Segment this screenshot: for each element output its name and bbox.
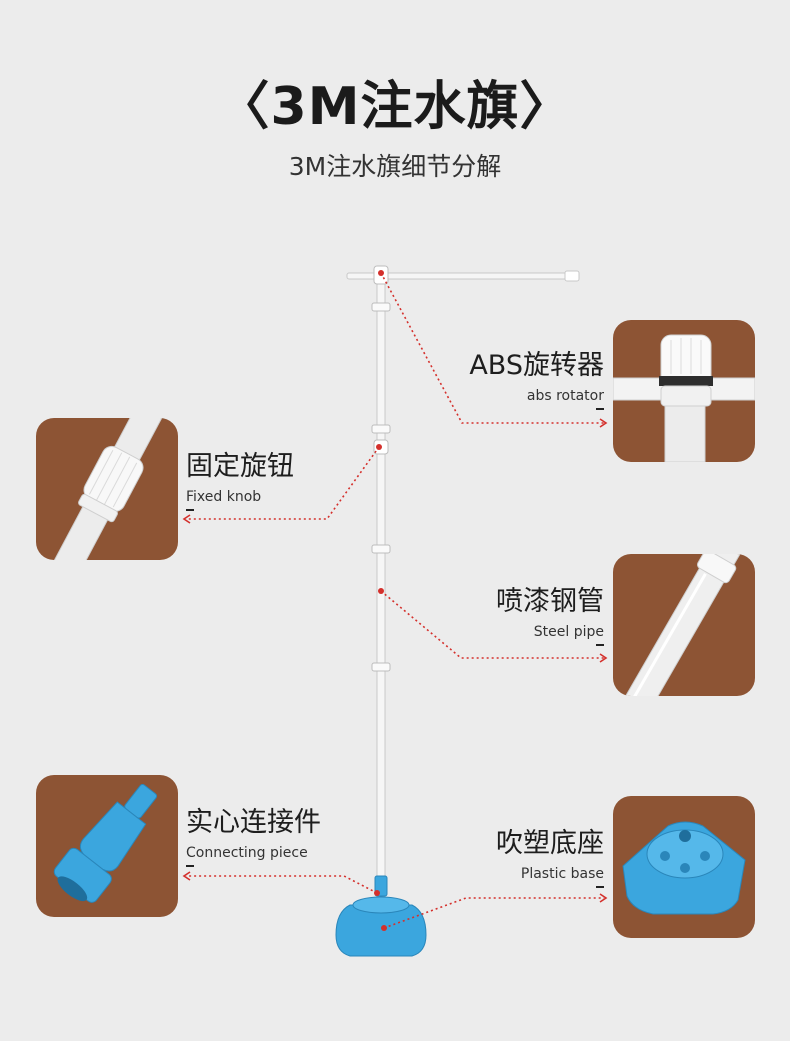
part-name-en: Fixed knob: [186, 489, 262, 505]
pole-base: [335, 904, 427, 957]
leader-lines: [186, 272, 604, 929]
part-name-en: Plastic base: [520, 866, 604, 882]
part-name-en: abs rotator: [526, 388, 604, 404]
page-title: 〈3M注水旗〉: [217, 77, 573, 137]
label-tick: [186, 509, 194, 511]
base-top: [352, 896, 410, 914]
part-name-cn: 喷漆钢管: [496, 586, 604, 617]
fixed-knob-label: 固定旋钮 Fixed knob: [186, 444, 386, 511]
leader-dots: [374, 270, 387, 931]
label-tick: [596, 886, 604, 888]
leader-abs-rotator: [380, 272, 604, 424]
abs-rotator-photo: [613, 320, 755, 462]
connecting-piece-photo: [36, 775, 178, 917]
leader-connecting-piece: [186, 875, 378, 894]
abs-rotator-label: ABS旋转器 abs rotator: [440, 343, 604, 410]
pole-clamp: [371, 424, 391, 434]
part-name-cn: ABS旋转器: [469, 350, 604, 381]
steel-pipe-photo: [613, 554, 755, 696]
pole-clamp: [371, 662, 391, 672]
flag-pole: [376, 269, 386, 881]
label-tick: [596, 408, 604, 410]
pole-clamp: [371, 302, 391, 312]
part-name-cn: 实心连接件: [186, 807, 321, 838]
plastic-base-photo: [613, 796, 755, 938]
part-name-en: Connecting piece: [186, 845, 308, 861]
arm-end-cap: [564, 270, 580, 282]
pole-clamp: [371, 544, 391, 554]
label-tick: [596, 644, 604, 646]
leader-arrows: [182, 418, 608, 903]
plastic-base-label: 吹塑底座 Plastic base: [440, 821, 604, 888]
page-subtitle: 3M注水旗细节分解: [288, 152, 502, 181]
label-tick: [186, 865, 194, 867]
steel-pipe-label: 喷漆钢管 Steel pipe: [440, 579, 604, 646]
connecting-piece-label: 实心连接件 Connecting piece: [186, 800, 386, 867]
part-name-cn: 固定旋钮: [186, 451, 294, 482]
fixed-knob-photo: [36, 418, 178, 560]
part-name-en: Steel pipe: [533, 624, 604, 640]
part-name-cn: 吹塑底座: [496, 828, 604, 859]
